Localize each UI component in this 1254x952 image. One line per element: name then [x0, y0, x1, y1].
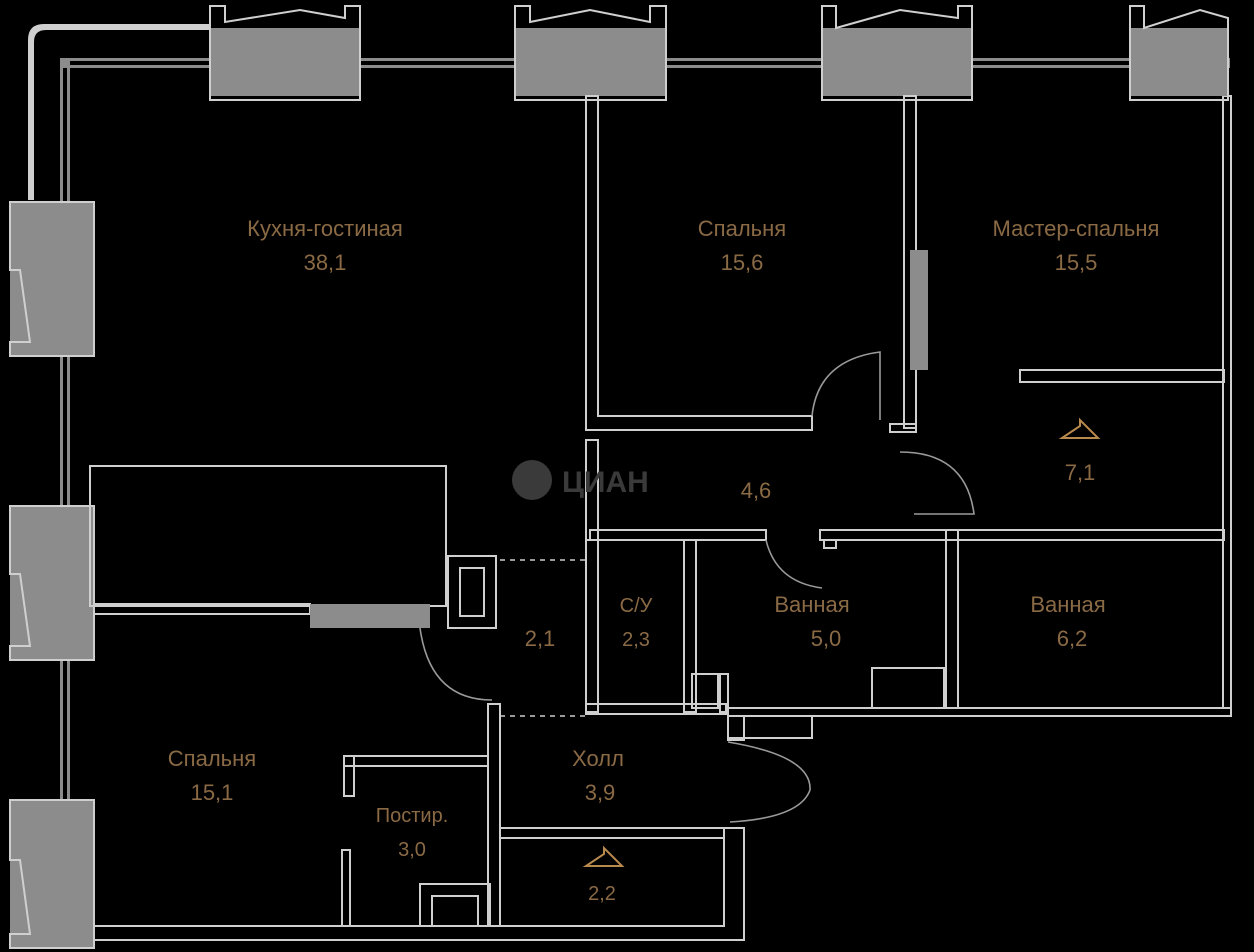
door-bedroom-bottom	[419, 627, 493, 701]
room-wardrobe-hall-area: 2,2	[588, 883, 616, 905]
room-wc-area: 2,3	[622, 629, 650, 651]
door-entrance	[727, 741, 811, 823]
room-bath1-area: 5,0	[811, 626, 842, 651]
room-master-name: Мастер-спальня	[993, 216, 1160, 241]
outer-frame-top-left	[28, 24, 210, 200]
room-closet-area: 2,1	[525, 626, 556, 651]
room-laundry-name: Постир.	[376, 805, 449, 827]
window-bay-2	[514, 5, 667, 101]
wardrobe-hanger-icon	[1058, 417, 1101, 439]
room-master-area: 15,5	[1055, 250, 1098, 275]
wall-bath1-sep	[719, 673, 729, 713]
exterior-wall-bottom-mid	[727, 715, 813, 739]
room-wc-name: С/У	[620, 595, 653, 617]
exterior-wall-bottom-right	[727, 707, 1232, 741]
wall-laundry-left	[343, 755, 355, 797]
room-bath1-name: Ванная	[774, 592, 849, 617]
shaft-1	[691, 673, 719, 709]
window-bay-left-1	[9, 201, 95, 357]
wall-wc-bottom	[585, 703, 727, 715]
door-bedroom-top	[811, 351, 881, 420]
room-bath2-area: 6,2	[1057, 626, 1088, 651]
room-hall-area: 3,9	[585, 780, 616, 805]
wall-wardrobe-bottom	[819, 529, 1225, 541]
window-bay-4	[1129, 5, 1229, 101]
watermark-logo-icon	[512, 460, 552, 500]
room-bath2-name: Ванная	[1030, 592, 1105, 617]
wall-bath1-right	[823, 539, 837, 549]
wall-master-niche	[910, 250, 928, 370]
room-bedroom-top-area: 15,6	[721, 250, 764, 275]
door-master	[899, 451, 975, 515]
room-laundry-area: 3,0	[398, 839, 426, 861]
wall-laundry-left-low	[341, 849, 351, 927]
shaft-3-inner	[431, 895, 479, 927]
wall-bath2-left	[945, 529, 959, 709]
window-bay-3	[821, 5, 973, 101]
room-kitchen-name: Кухня-гостиная	[247, 216, 403, 241]
watermark: ЦИАН	[512, 460, 649, 500]
wall-wc-left	[585, 539, 599, 713]
column-closet	[447, 555, 497, 629]
door-bath-1	[765, 539, 823, 589]
window-bay-left-3	[9, 799, 95, 949]
window-bay-1	[209, 4, 361, 101]
wall-kitchen-bottom-thick	[310, 604, 430, 628]
wall-master-bottom-stub	[889, 423, 917, 433]
exterior-wall-right	[1222, 95, 1232, 709]
wall-hall-left	[487, 703, 501, 927]
wall-bath1-left	[683, 539, 697, 713]
wall-master-bottom	[1019, 369, 1225, 383]
wall-wardrobe-hall	[499, 827, 725, 839]
room-wardrobe-master-area: 7,1	[1065, 460, 1096, 485]
room-bedroom-bottom-name: Спальня	[168, 746, 256, 771]
wardrobe-hanger-icon	[582, 845, 625, 867]
window-bay-left-2	[9, 505, 95, 661]
room-bedroom-top-name: Спальня	[698, 216, 786, 241]
wall-laundry-top	[343, 755, 489, 767]
room-hall-name: Холл	[572, 746, 624, 771]
room-hall-center-area: 4,6	[741, 478, 772, 503]
room-kitchen-area: 38,1	[304, 250, 347, 275]
room-bedroom-bottom-area: 15,1	[191, 780, 234, 805]
exterior-wall-bottom-left	[29, 827, 745, 941]
column-closet-inner	[459, 567, 485, 617]
wall-kitchen-partition	[89, 465, 447, 607]
watermark-text: ЦИАН	[562, 466, 649, 499]
exterior-wall-left-gap	[63, 68, 67, 928]
shaft-2	[871, 667, 945, 709]
wall-bath-left-top	[589, 529, 767, 541]
wall-bedroom-top	[585, 95, 813, 431]
